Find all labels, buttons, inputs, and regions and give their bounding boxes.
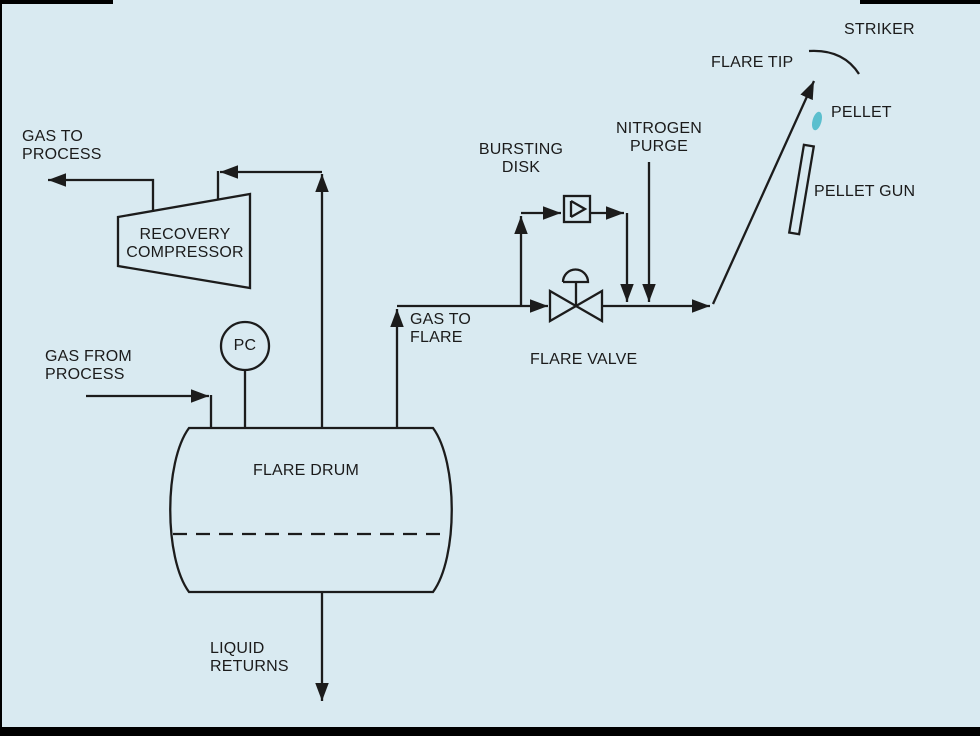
recovery-compressor-label: RECOVERY COMPRESSOR [126,226,244,261]
pc-label: PC [233,337,257,354]
valve-actuator-dome [561,268,590,284]
bursting-disk-symbol [562,194,592,224]
flare-valve-right-wedge [573,289,604,323]
pellet-label: PELLET [831,104,892,121]
gas-to-flare-label: GAS TO FLARE [410,311,472,346]
recovery-compressor-symbol [116,192,252,290]
pellet-gun-label: PELLET GUN [814,183,916,200]
bursting-disk-label: BURSTING DISK [478,141,564,176]
frame-left-edge [0,0,2,736]
frame-top-right-bar [860,0,980,4]
gas-from-process-label: GAS FROM PROCESS [45,348,132,383]
liquid-returns-label: LIQUID RETURNS [210,640,289,675]
bursting-disk-chevron [569,200,588,218]
flare-stack-diagonal-arrow [711,80,816,305]
gas-to-process-label: GAS TO PROCESS [22,128,102,163]
flare-drum-vessel [169,426,453,594]
frame-bottom-bar [0,727,980,736]
flare-valve-label: FLARE VALVE [530,351,638,368]
striker-arc [808,49,860,75]
flare-valve-left-wedge [548,289,579,323]
flare-tip-label: FLARE TIP [711,54,794,71]
striker-label: STRIKER [844,21,915,38]
flare-drum-label: FLARE DRUM [252,462,359,479]
pellet-shape [812,111,822,131]
frame-top-left-bar [0,0,113,4]
pellet-gun-shape [787,143,816,236]
gas-to-process-pipe-arrow [48,173,155,212]
nitrogen-purge-label: NITROGEN PURGE [615,120,703,155]
